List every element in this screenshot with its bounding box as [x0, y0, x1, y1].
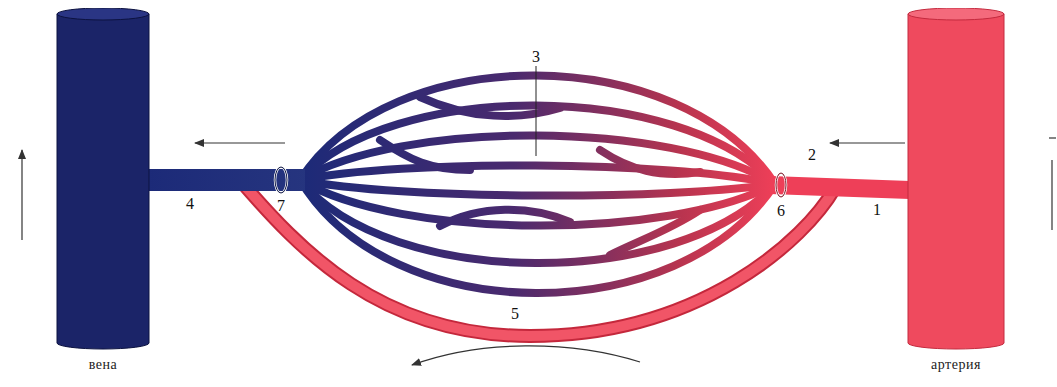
vessel-label: артерия: [931, 357, 981, 373]
arteriole: [770, 185, 910, 190]
flow-arrow: [830, 142, 905, 143]
callout-number: 7: [277, 198, 285, 214]
shunt-vessel: [238, 178, 835, 336]
precapillary-sphincter: [776, 173, 786, 197]
capillary-network: [300, 75, 775, 293]
callout-number: 5: [511, 306, 519, 322]
cylinder-shape: [900, 8, 1012, 384]
vessel-label: вена: [89, 357, 117, 373]
flow-arrow: [195, 142, 285, 143]
cylinder-shape: [50, 8, 156, 384]
flow-arrow: [1051, 160, 1052, 230]
callout-number: 1: [873, 202, 881, 218]
postcapillary-sphincter: [275, 167, 287, 193]
postcapillary-sphincter: [275, 167, 287, 193]
leader-line: [536, 66, 537, 156]
precapillary-sphincter: [776, 173, 786, 197]
callout-number: 3: [532, 49, 540, 65]
venule: [146, 169, 305, 191]
vessel-cylinder: артерия: [900, 8, 1012, 384]
flow-arrow: [412, 346, 640, 365]
callout-number: 2: [808, 147, 816, 163]
flow-arrow: [1049, 137, 1056, 138]
vessel-cylinder: вена: [50, 8, 156, 384]
shunt-vessel: [238, 178, 835, 336]
callout-number: 4: [186, 196, 194, 212]
flow-arrow: [21, 150, 22, 240]
callout-number: 6: [777, 203, 785, 219]
